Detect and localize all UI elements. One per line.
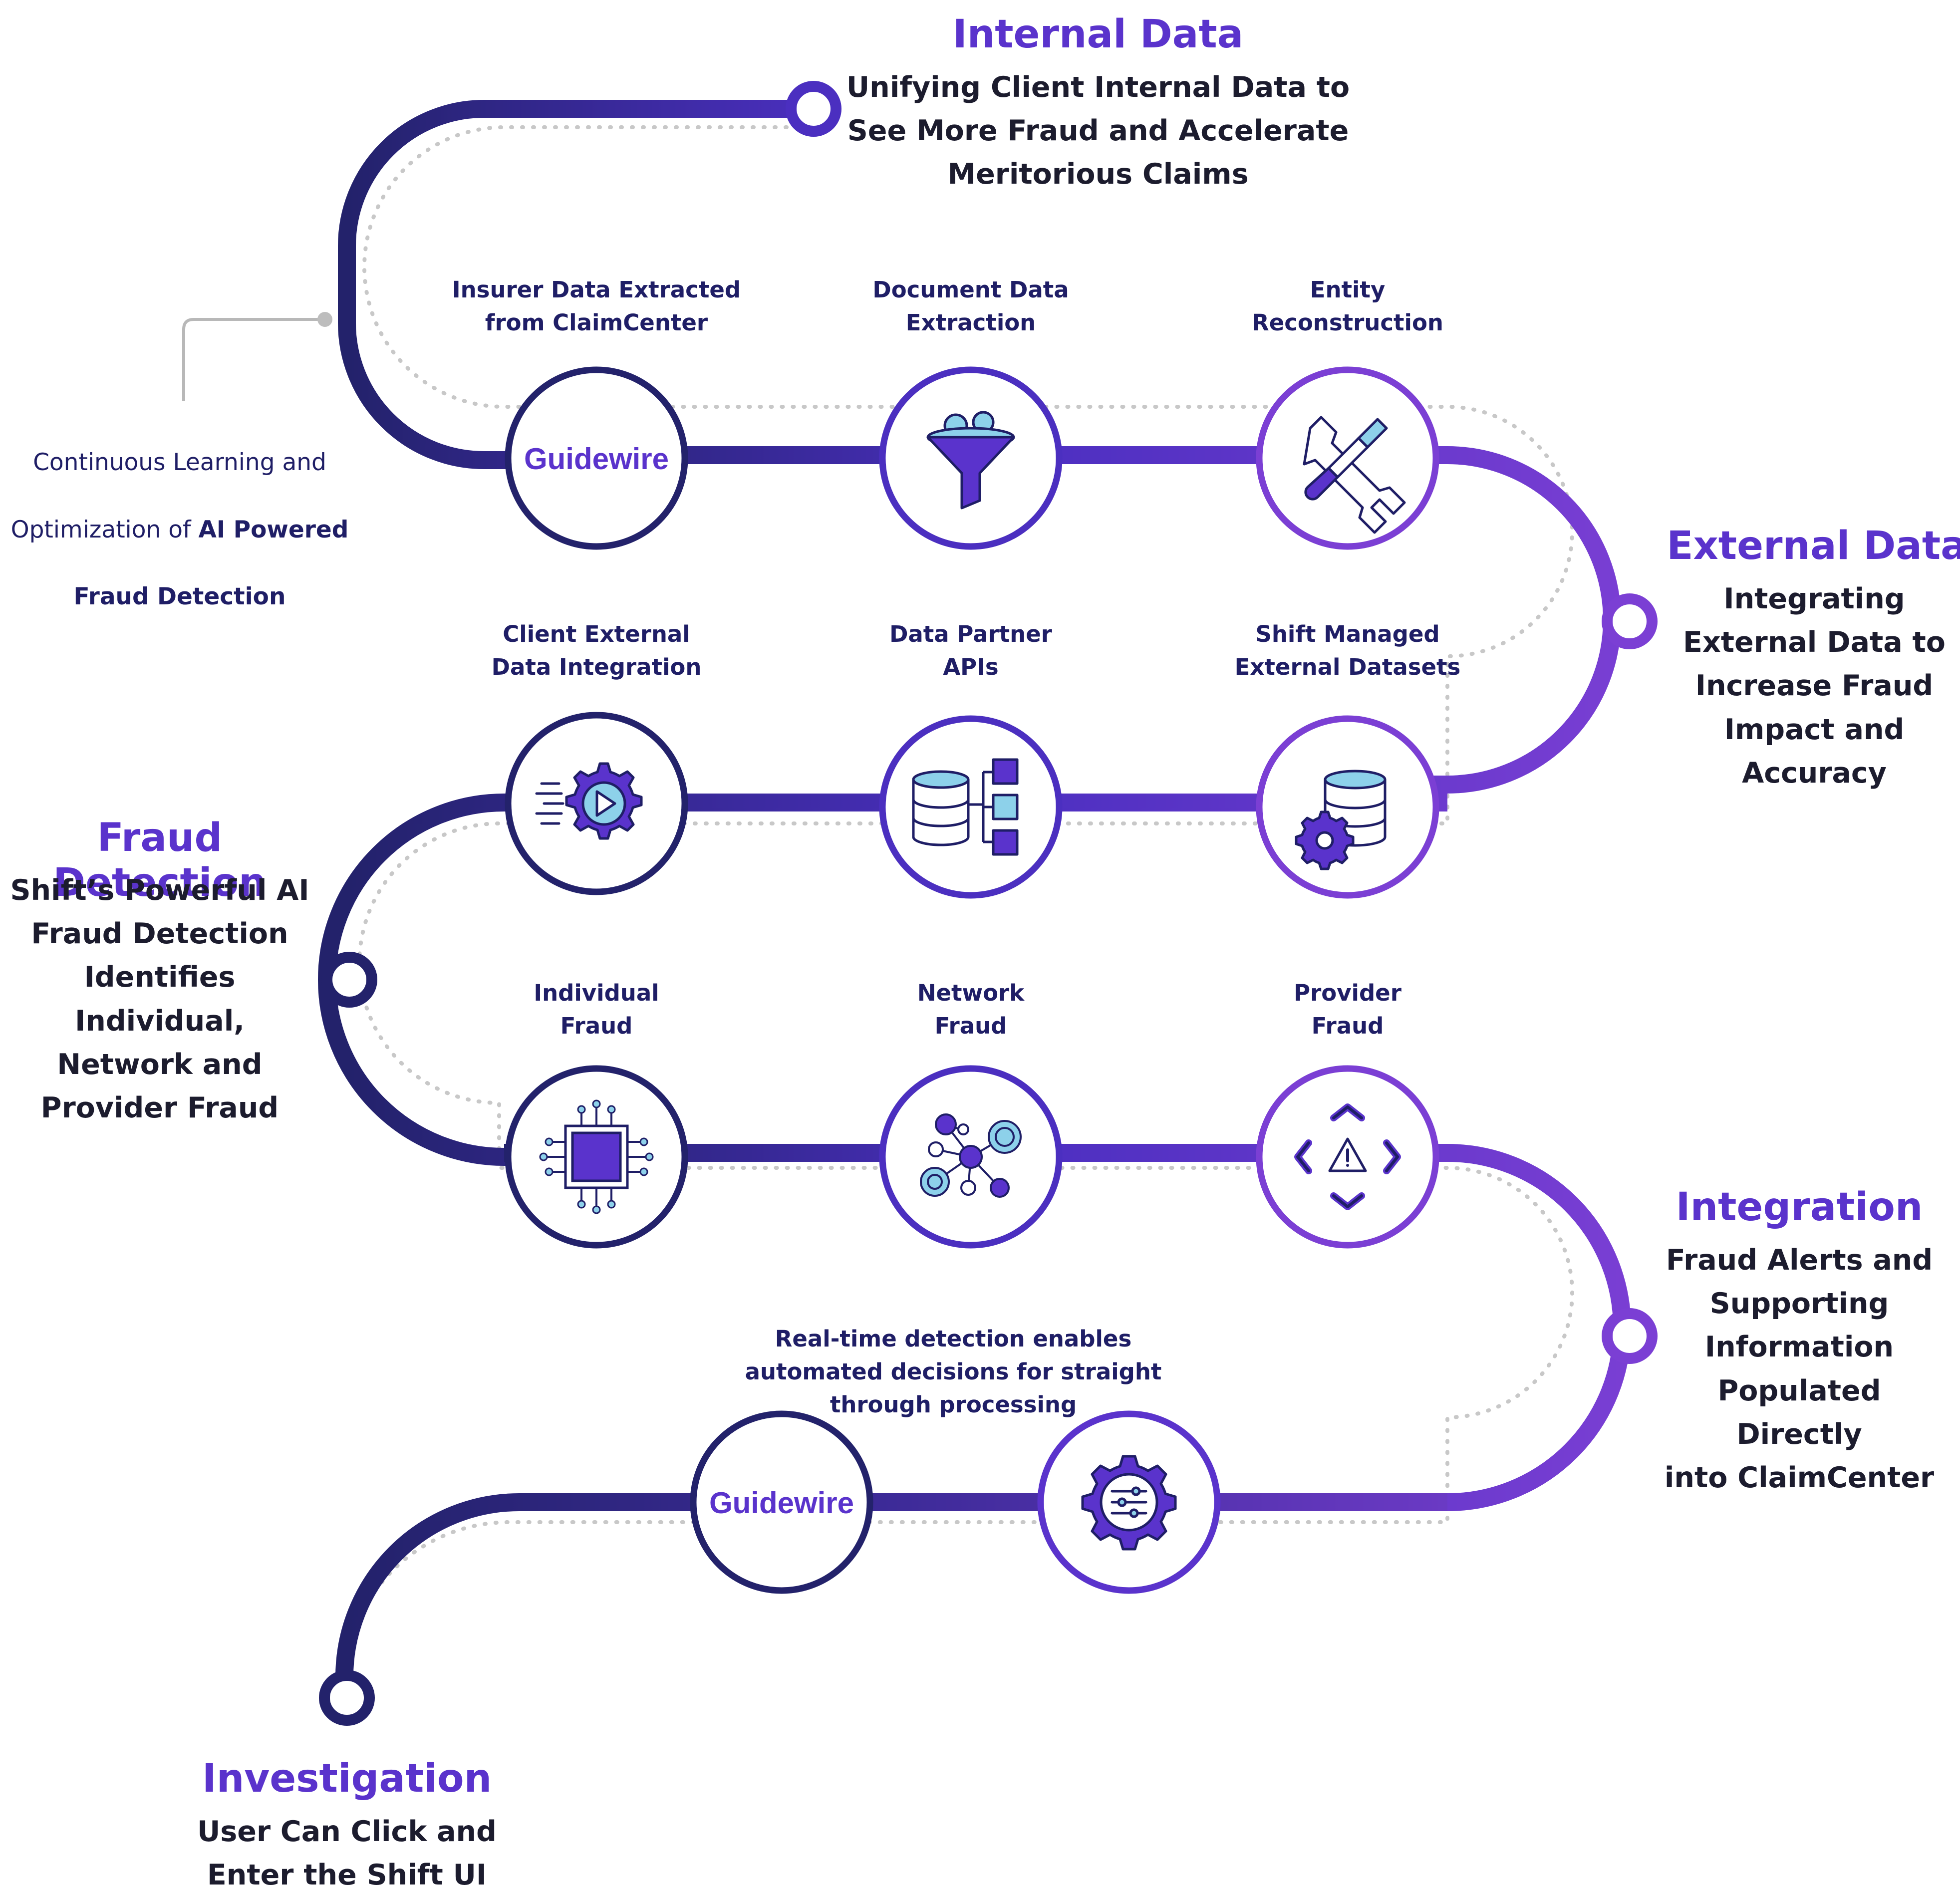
node-label-individual: Individual Fraud <box>534 980 659 1040</box>
endpoint-internal <box>786 81 841 137</box>
connector-line <box>182 318 323 401</box>
endpoint-investigation <box>319 1670 375 1726</box>
endpoint-integration <box>1602 1308 1658 1364</box>
section-title-investigation: Investigation <box>202 1756 492 1801</box>
gear-play-icon <box>535 762 643 840</box>
node-label-client-external: Client External Data Integration <box>491 621 702 681</box>
node-data-partner <box>879 715 1063 899</box>
node-insurer <box>505 366 688 550</box>
section-title-external: External Data <box>1667 524 1960 568</box>
node-label-document: Document Data Extraction <box>872 276 1069 336</box>
database-gear-icon <box>1295 770 1387 870</box>
note-line-2-bold: AI Powered <box>198 516 349 543</box>
node-label-entity: Entity Reconstruction <box>1252 276 1443 336</box>
dotted-path <box>342 125 1574 1704</box>
guidewire-logo: Guidewire <box>524 442 669 476</box>
realtime-label: Real-time detection enables automated de… <box>745 1326 1162 1418</box>
database-api-icon <box>912 758 1019 856</box>
section-title-integration: Integration <box>1676 1185 1923 1230</box>
section-subtitle-internal: Unifying Client Internal Data to See Mor… <box>846 71 1350 191</box>
guidewire-logo: Guidewire <box>709 1486 854 1520</box>
section-title-fraud: Fraud Detection <box>53 815 267 905</box>
section-subtitle-integration: Fraud Alerts and Supporting Information … <box>1664 1244 1935 1495</box>
chip-icon <box>539 1099 654 1214</box>
alert-arrows-icon <box>1294 1103 1401 1210</box>
timeline-top <box>338 100 814 469</box>
section-subtitle-fraud: Shift’s Powerful AI Fraud Detection Iden… <box>10 874 309 1125</box>
node-label-shift-managed: Shift Managed External Datasets <box>1234 621 1461 681</box>
node-label-insurer: Insurer Data Extracted from ClaimCenter <box>452 276 741 336</box>
gear-sliders-icon <box>1081 1455 1177 1551</box>
note-line-2: Optimization of <box>10 516 199 543</box>
note-line-3: Fraud Detection <box>73 583 286 611</box>
tools-icon <box>1303 416 1406 534</box>
note-line-1: Continuous Learning and <box>33 449 326 477</box>
section-subtitle-external: Integrating External Data to Increase Fr… <box>1683 582 1946 790</box>
timeline-bottom <box>335 1493 1447 1697</box>
section-title-internal: Internal Data <box>952 12 1244 57</box>
endpoint-fraud <box>321 952 377 1008</box>
endpoint-external <box>1602 593 1658 649</box>
continuous-learning-note: Continuous Learning and Optimization of … <box>10 412 349 613</box>
network-icon <box>920 1113 1022 1198</box>
node-label-provider: Provider Fraud <box>1294 980 1401 1040</box>
node-guidewire-final <box>690 1410 873 1594</box>
section-subtitle-investigation: User Can Click and Enter the Shift UI <box>197 1815 497 1886</box>
funnel-icon <box>926 411 1015 510</box>
node-label-data-partner: Data Partner APIs <box>889 621 1052 681</box>
node-label-network: Network Fraud <box>917 980 1025 1040</box>
